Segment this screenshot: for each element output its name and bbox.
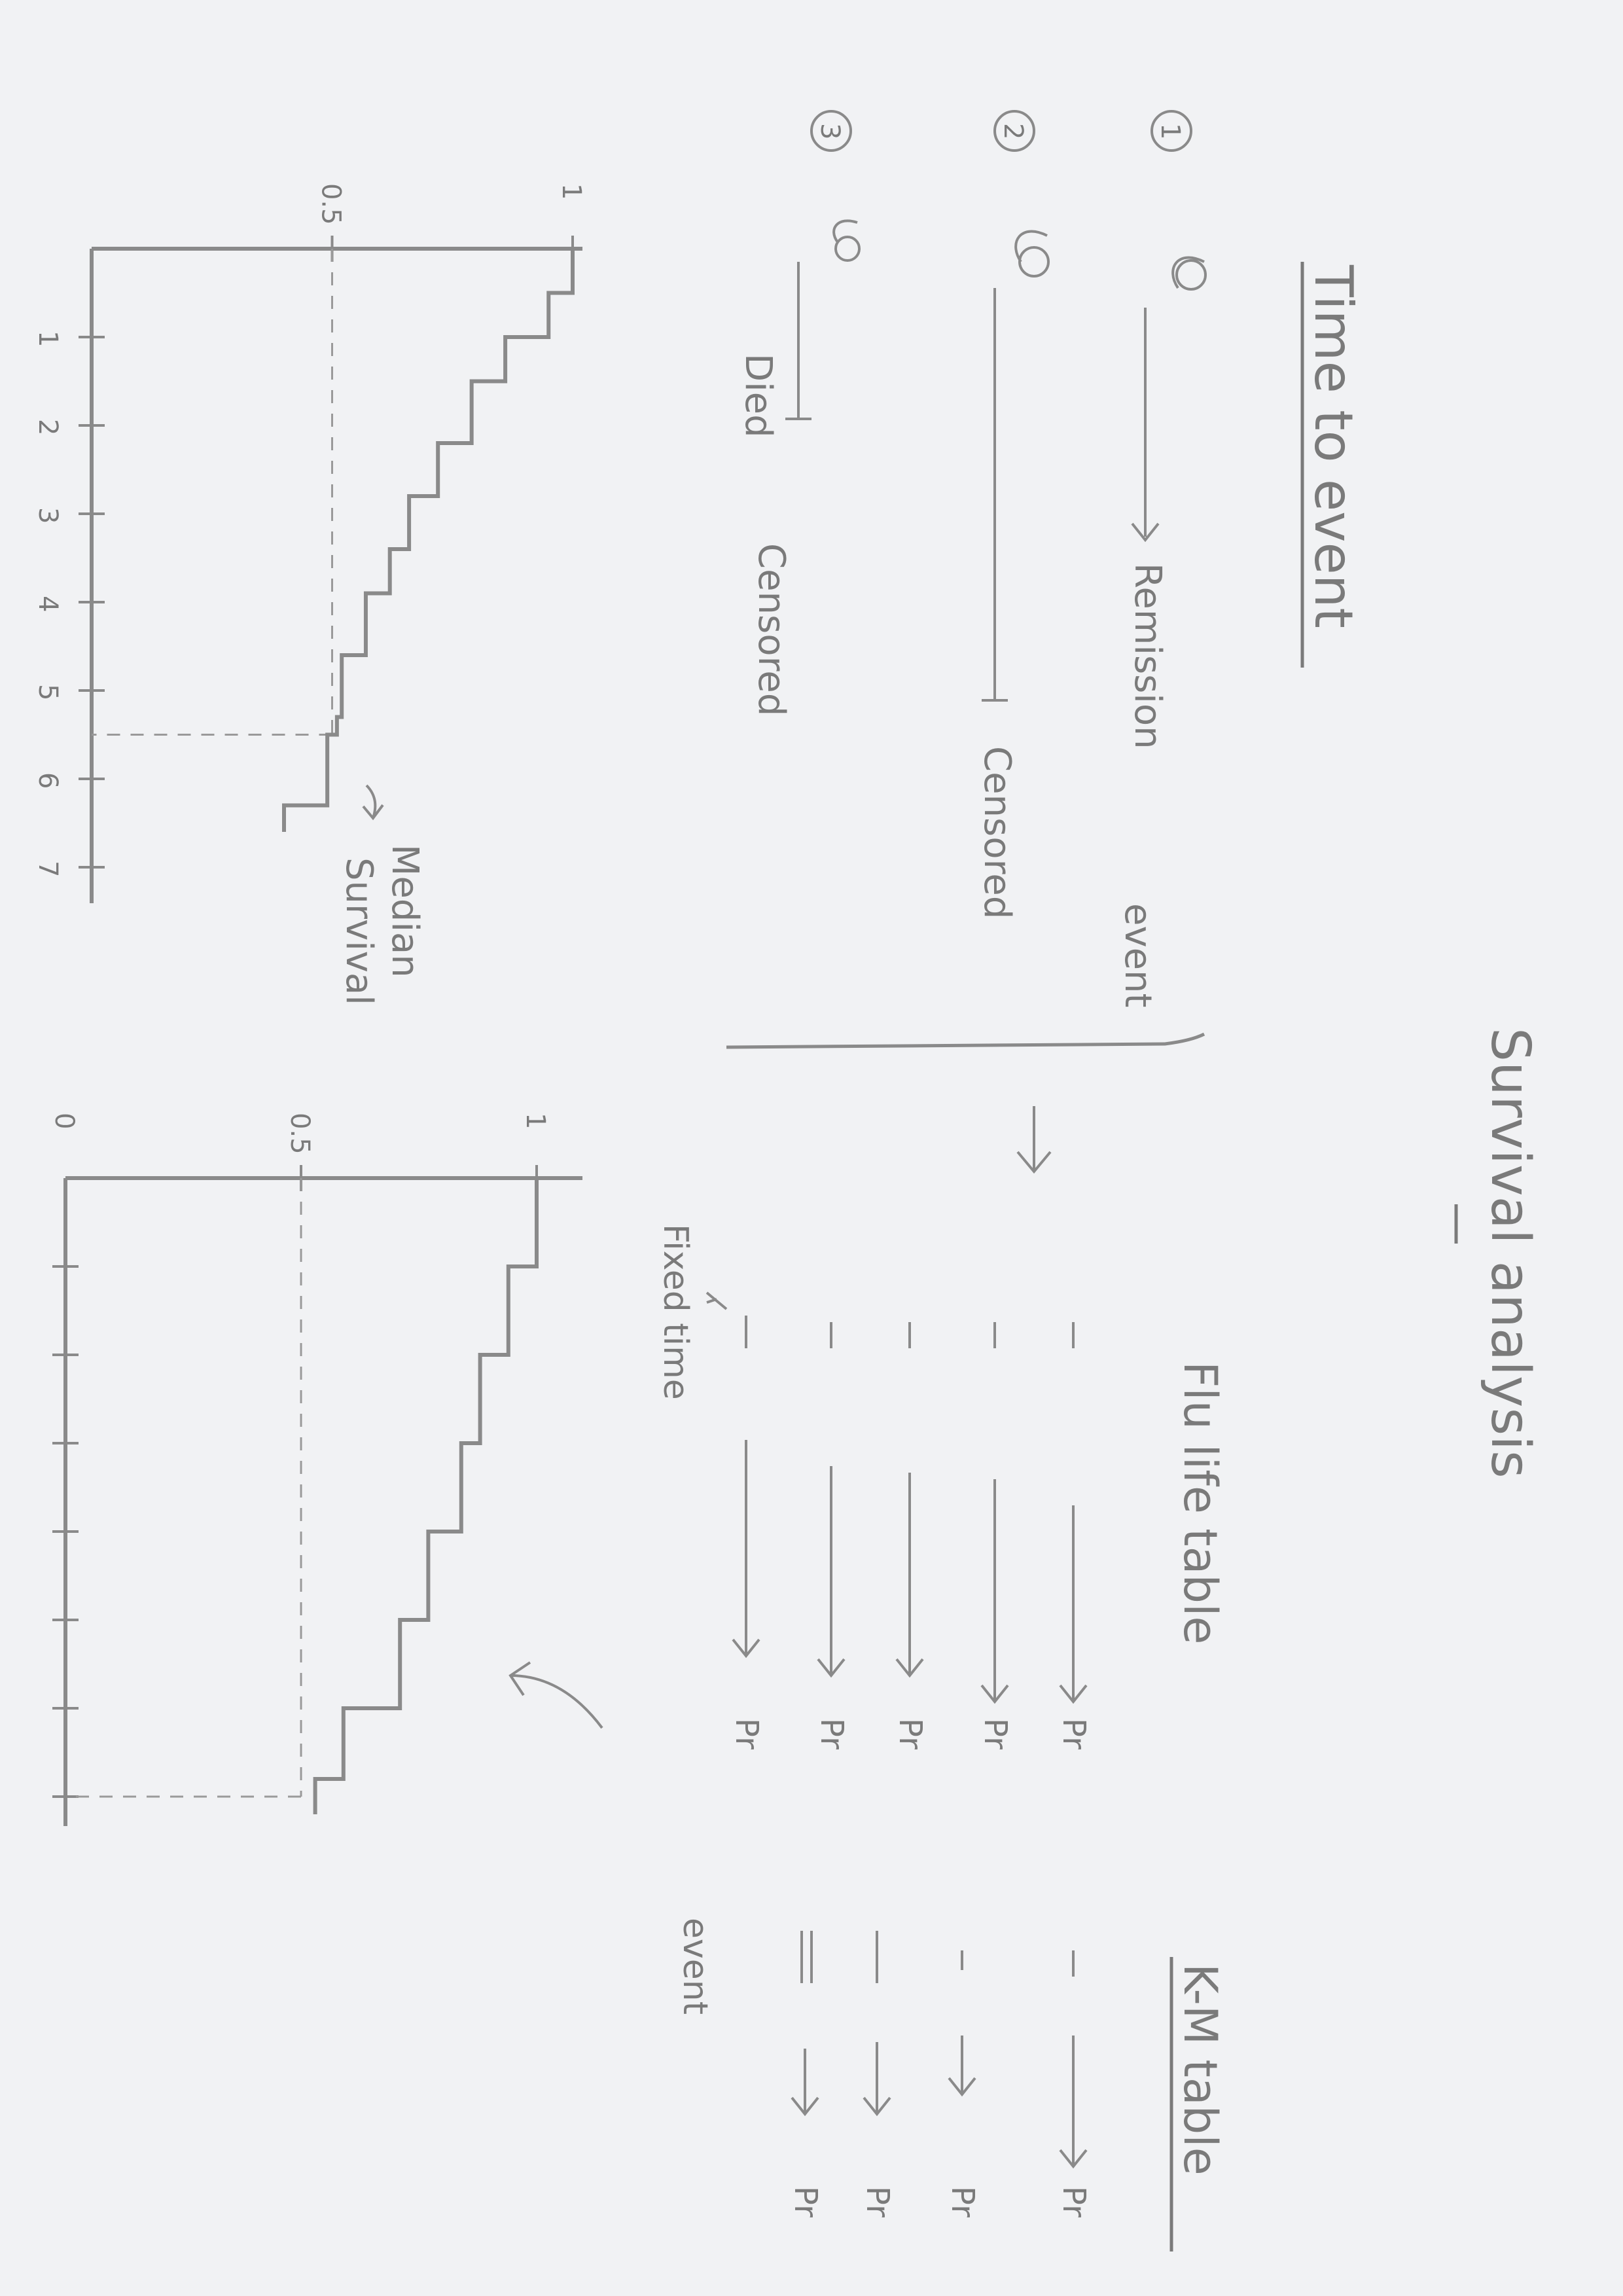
life-table-bottom-label: Fixed time bbox=[656, 1224, 695, 1400]
x-tick-label: 3 bbox=[33, 507, 63, 524]
page-title: Survival analysis bbox=[1479, 1028, 1541, 1479]
subject-end-label: Censored bbox=[976, 746, 1018, 919]
time-to-event-heading: Time to event bbox=[1303, 264, 1364, 628]
x-tick-label: 5 bbox=[33, 684, 63, 700]
row-end-label: Pr bbox=[892, 1718, 929, 1749]
row-end-label: Pr bbox=[944, 2186, 981, 2217]
person-icon bbox=[1171, 256, 1207, 291]
person-icon bbox=[832, 219, 861, 262]
life-table-row: Pr bbox=[728, 1316, 765, 1749]
curly-brace bbox=[726, 1032, 1205, 1049]
bottom-pointer bbox=[705, 1291, 728, 1310]
km-table-row: Pr bbox=[859, 1931, 896, 2217]
km-table-bottom-label: event bbox=[675, 1918, 715, 2015]
subject-row-2: 2 Censored bbox=[976, 110, 1050, 919]
row-end-label: Pr bbox=[1056, 1718, 1092, 1749]
km-table-row: Pr bbox=[1056, 1950, 1092, 2217]
row-arrowhead bbox=[980, 1684, 1009, 1704]
row-arrowhead bbox=[817, 1658, 846, 1678]
x-tick-label: 7 bbox=[33, 861, 63, 877]
median-annotation-word: Median bbox=[383, 844, 426, 978]
subject-number: 2 bbox=[998, 123, 1028, 139]
row-end-label: Pr bbox=[787, 2186, 824, 2217]
y-tick-label: 0.5 bbox=[316, 183, 346, 225]
median-pointer-arrow bbox=[362, 784, 384, 821]
life-table-title: Flu life table bbox=[1173, 1361, 1227, 1644]
subject-end-label: Censored bbox=[750, 543, 793, 716]
median-annotation-line1: MedianSurvival bbox=[338, 844, 426, 1005]
km-table-row: Pr bbox=[787, 1931, 824, 2217]
row-arrowhead bbox=[895, 1658, 924, 1678]
row-arrowhead bbox=[1059, 1684, 1088, 1704]
life-table-row: Pr bbox=[892, 1322, 929, 1749]
row-arrowhead bbox=[948, 2077, 976, 2097]
y-tick-label: 0.5 bbox=[285, 1113, 315, 1155]
life-table-row: Pr bbox=[977, 1322, 1014, 1749]
x-tick-label: 4 bbox=[33, 596, 63, 612]
subject-row-1: 1 Remission bbox=[1126, 110, 1207, 749]
subject-start-label: Died bbox=[737, 353, 779, 438]
row-end-label: Pr bbox=[977, 1718, 1014, 1749]
km-table-title: K-M table bbox=[1173, 1964, 1227, 2176]
subject-number: 1 bbox=[1155, 123, 1185, 139]
curve-pointer-arrow bbox=[508, 1661, 603, 1729]
y-tick-label: 1 bbox=[556, 183, 586, 200]
median-annotation-word: Survival bbox=[338, 857, 380, 1005]
y-tick-label: 1 bbox=[520, 1113, 550, 1129]
x-axis-ticks: 1 2 3 4 5 6 7 bbox=[33, 331, 105, 877]
life-table-rows: Pr Pr Pr Pr bbox=[728, 1316, 1092, 1749]
subject-number-circle bbox=[993, 110, 1035, 152]
survival-step-curve bbox=[282, 249, 575, 832]
x-tick-label: 1 bbox=[33, 331, 63, 347]
subject-number-circle bbox=[1150, 110, 1192, 152]
km-step-plot: 0.5 1 1 2 3 4 5 6 7 MedianSurvival bbox=[33, 183, 586, 1005]
y-tick-label: 0 bbox=[49, 1113, 79, 1129]
row-arrowhead bbox=[1059, 2149, 1088, 2169]
person-icon bbox=[1014, 230, 1050, 278]
row-end-label: Pr bbox=[813, 1718, 850, 1749]
subject-number: 3 bbox=[815, 123, 845, 139]
subject-row-3: 3 Died Censored bbox=[737, 110, 861, 716]
row-arrowhead bbox=[791, 2096, 819, 2117]
rotated-page-content: Survival analysis Time to event 1 Remiss… bbox=[33, 110, 1541, 2251]
row-arrowhead bbox=[863, 2096, 891, 2117]
row-arrowhead bbox=[732, 1638, 760, 1659]
x-axis-ticks bbox=[52, 1265, 79, 1798]
km-table-rows: Pr Pr Pr Pr bbox=[787, 1931, 1092, 2217]
subject-number-circle bbox=[810, 110, 852, 152]
survival-step-curve bbox=[313, 1178, 539, 1814]
brace-label: event bbox=[1116, 903, 1159, 1008]
x-tick-label: 6 bbox=[33, 772, 63, 789]
flow-arrowhead bbox=[1016, 1151, 1052, 1174]
life-table-row: Pr bbox=[813, 1322, 850, 1749]
arrowhead bbox=[1131, 522, 1160, 543]
km-table-row: Pr bbox=[944, 1950, 981, 2217]
row-end-label: Pr bbox=[859, 2186, 896, 2217]
row-end-label: Pr bbox=[1056, 2186, 1092, 2217]
x-tick-label: 2 bbox=[33, 419, 63, 435]
row-end-label: Pr bbox=[728, 1718, 765, 1749]
subject-end-label: Remission bbox=[1126, 563, 1169, 749]
life-table-row: Pr bbox=[1056, 1322, 1092, 1749]
